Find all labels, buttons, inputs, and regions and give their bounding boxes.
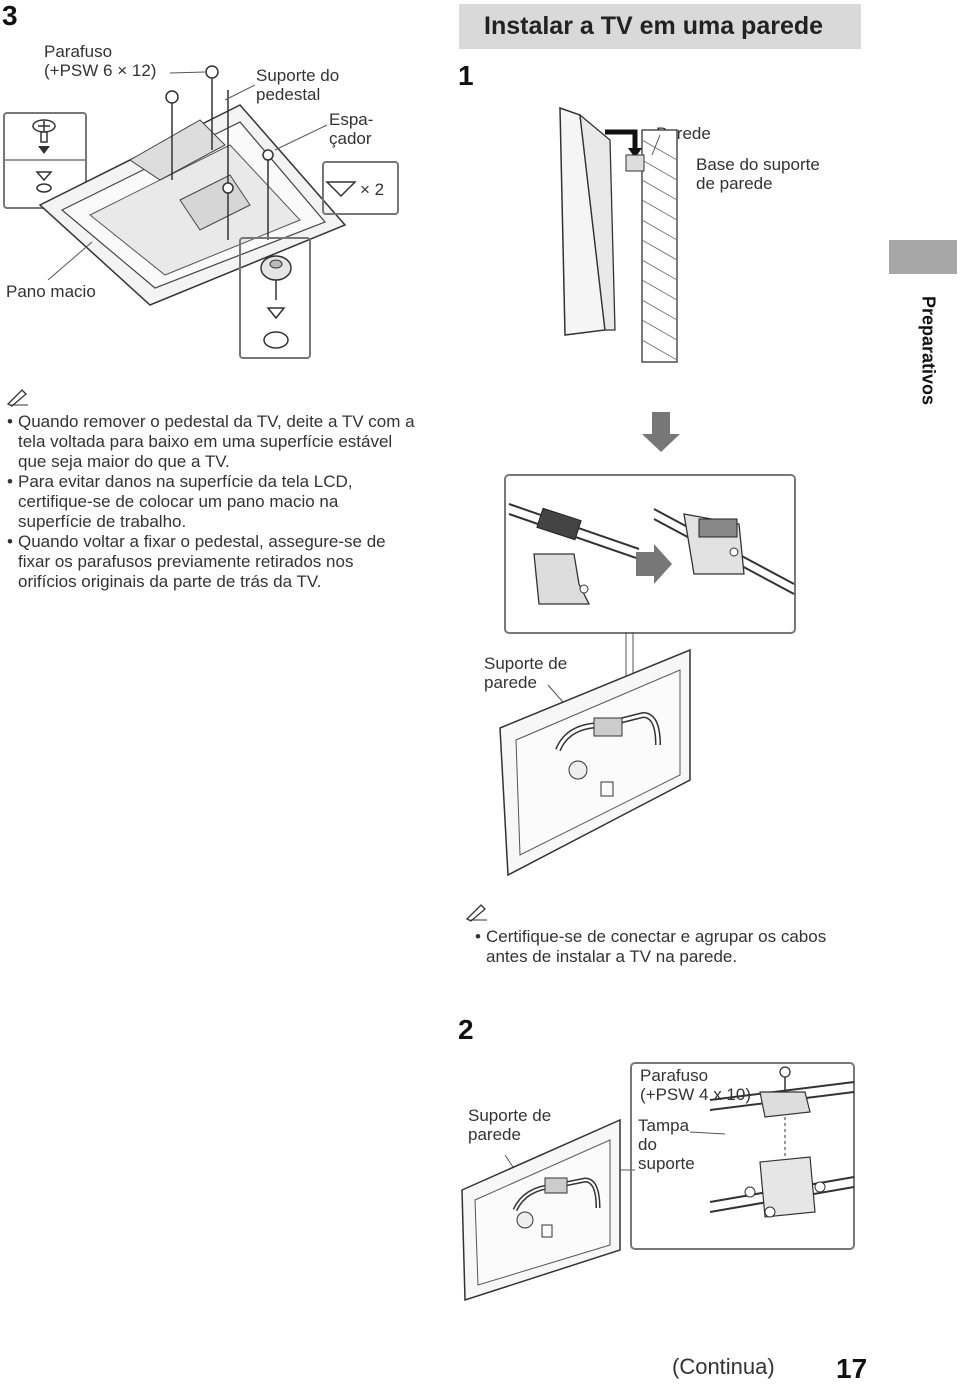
spacer-count: × 2 [360,180,385,199]
section-header-bar [459,4,861,49]
step-1-number: 1 [458,60,474,91]
wall-bracket-label-2: Suporte de parede [468,1106,552,1144]
note-item: Certifique-se de conectar e agrupar os c… [475,927,865,967]
pencil-note-icon [6,389,28,407]
notes-list-1: Quando remover o pedestal da TV, deite a… [6,412,416,592]
note-item: Para evitar danos na superfície da tela … [7,472,416,532]
page-number: 17 [836,1353,868,1384]
tv-back-illustration [499,632,691,877]
note-item: Quando remover o pedestal da TV, deite a… [7,412,416,472]
notes-list-2: Certifique-se de conectar e agrupar os c… [465,927,865,967]
step-3-number: 3 [2,0,18,31]
step-3-illustration [3,65,399,359]
side-tab-label: Preparativos [918,295,939,406]
side-tab [889,240,957,274]
spacer-icon [260,255,292,349]
step-2-detail-illustration [630,1062,855,1250]
spacer-label: Espa- çador [329,110,374,148]
wall-mount-side-illustration [559,106,678,363]
step-2-tv-illustration [461,1118,635,1302]
step-2-number: 2 [458,1014,474,1045]
bracket-detail-illustration [504,474,796,634]
screw-icon [32,119,56,154]
screw-label-2: Parafuso (+PSW 4 x 10) [640,1066,752,1104]
soft-cloth-label: Pano macio [6,282,96,301]
continued-label: (Continua) [672,1354,775,1379]
screw-icon [779,1066,791,1090]
pencil-note-icon [465,904,487,922]
wall-base-label: Base do suporte de parede [696,155,820,193]
section-title: Instalar a TV em uma parede [484,12,824,40]
bracket-cover-label: Tampa do suporte [638,1116,695,1173]
wall-bracket-label-1: Suporte de parede [484,654,568,692]
screw-label: Parafuso (+PSW 6 × 12) [44,42,157,80]
stand-bracket-label: Suporte do pedestal [256,66,340,104]
note-item: Quando voltar a fixar o pedestal, assegu… [7,532,416,592]
arrow-down-icon [642,412,680,452]
